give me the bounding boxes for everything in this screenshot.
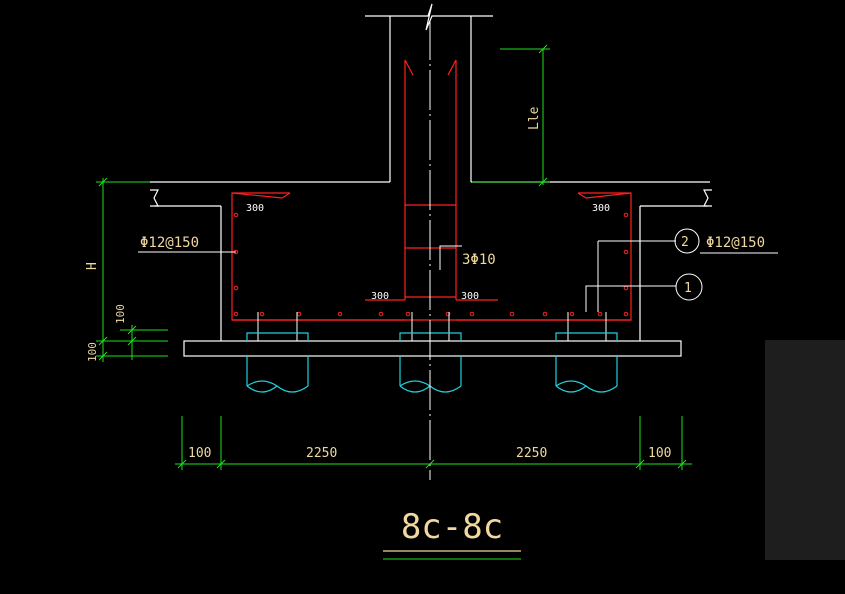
cushion-layer — [183, 340, 682, 357]
callout-1-text: 1 — [684, 281, 692, 296]
break-symbol-left — [150, 189, 159, 207]
dimension-lines — [96, 44, 692, 470]
rebar-group — [231, 59, 632, 321]
label-stirrup: 3Φ10 — [462, 252, 496, 268]
callout-2-text: 2 — [681, 235, 689, 250]
callout-2-circle — [674, 228, 700, 254]
label-rebar-right: Φ12@150 — [706, 235, 765, 251]
column-break-line — [365, 3, 493, 31]
leader-stirrup — [439, 245, 462, 270]
dim-vert-upper: 100 — [114, 304, 127, 324]
column-hook-right — [447, 59, 457, 76]
label-anchor-length: Lle — [527, 106, 542, 130]
dim-vert-lower: 100 — [86, 342, 99, 362]
leader-callout-1 — [585, 285, 676, 312]
leader-lines — [138, 228, 778, 312]
side-panel — [765, 340, 845, 560]
dim-right-edge: 100 — [648, 446, 671, 461]
pile-anchors — [257, 312, 607, 341]
label-rebar-left: Φ12@150 — [140, 235, 199, 251]
dim-right-span: 2250 — [516, 446, 547, 461]
break-symbol-right — [703, 189, 712, 207]
section-title: 8c-8c — [401, 507, 503, 547]
pile-right — [555, 332, 618, 393]
dim-left-span: 2250 — [306, 446, 337, 461]
label-corner-br: 300 — [461, 291, 479, 302]
column-hook-left — [404, 59, 414, 76]
label-corner-tl: 300 — [246, 203, 264, 214]
label-corner-tr: 300 — [592, 203, 610, 214]
piles — [246, 332, 618, 393]
concrete-outline — [150, 3, 712, 357]
label-corner-bl: 300 — [371, 291, 389, 302]
rebar-dots — [233, 212, 629, 317]
callout-1-circle — [675, 273, 703, 301]
label-height: H — [85, 262, 100, 270]
pile-left — [246, 332, 309, 393]
dim-left-edge: 100 — [188, 446, 211, 461]
